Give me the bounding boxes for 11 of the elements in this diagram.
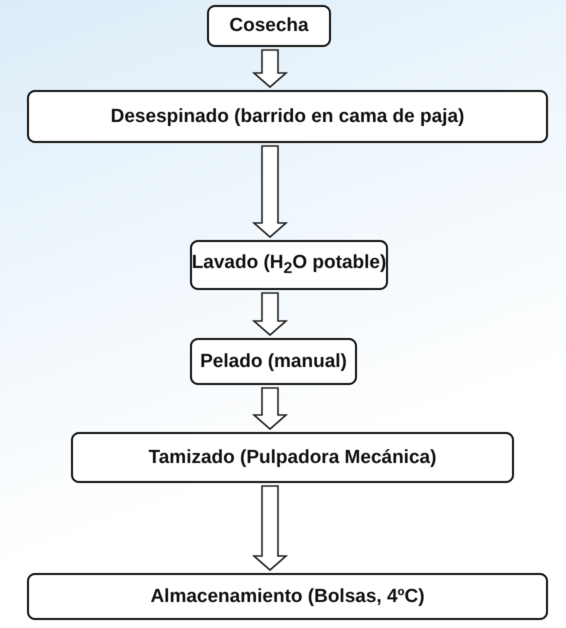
hollow-down-arrow xyxy=(252,387,288,430)
process-box: Pelado (manual) xyxy=(190,338,357,385)
hollow-down-arrow xyxy=(252,145,288,238)
process-box: Almacenamiento (Bolsas, 4ºC) xyxy=(27,573,548,620)
hollow-down-arrow xyxy=(252,49,288,88)
hollow-down-arrow xyxy=(252,485,288,572)
hollow-down-arrow xyxy=(252,292,288,336)
process-box: Lavado (H$_{2}$O potable) xyxy=(190,240,388,290)
process-box: Cosecha xyxy=(207,5,331,47)
process-box: Desespinado (barrido en cama de paja) xyxy=(27,90,548,143)
process-box: Tamizado (Pulpadora Mecánica) xyxy=(71,432,514,483)
